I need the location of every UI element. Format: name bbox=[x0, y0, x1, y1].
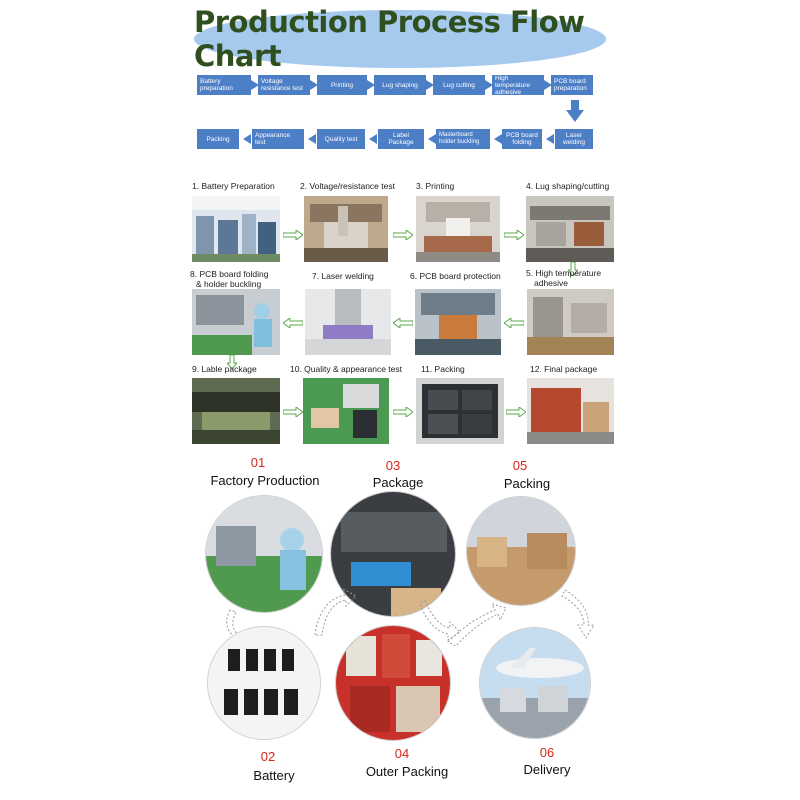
flow-arrow-right bbox=[251, 80, 259, 90]
flow-arrow-left bbox=[546, 134, 554, 144]
flow-box-masterboard-holder-buckling: Masterboard holder buckling bbox=[436, 129, 490, 149]
circle-photo-delivery bbox=[479, 627, 591, 739]
flow-box-label-package: Label Package bbox=[378, 129, 424, 149]
flow-arrow-left bbox=[308, 134, 316, 144]
green-arrow-down bbox=[227, 355, 237, 369]
stage-label-delivery: Delivery bbox=[523, 762, 571, 777]
stage-number-01: 01 bbox=[250, 455, 266, 470]
stage-number-06: 06 bbox=[539, 745, 555, 760]
flow-arrow-left bbox=[243, 134, 251, 144]
flow-arrow-left bbox=[369, 134, 377, 144]
stage-number-04: 04 bbox=[394, 746, 410, 761]
stage-number-03: 03 bbox=[385, 458, 401, 473]
flow-box-printing: Printing bbox=[317, 75, 367, 95]
flow-box-battery-preparation: Battery preparation bbox=[197, 75, 251, 95]
photo-pcb-board-protection bbox=[415, 289, 501, 355]
flow-box-packing: Packing bbox=[197, 129, 239, 149]
flow-box-lug-cutting: Lug cutting bbox=[433, 75, 485, 95]
title-banner bbox=[194, 10, 606, 68]
green-arrow-right bbox=[504, 230, 524, 240]
stage-label-outer-packing: Outer Packing bbox=[365, 764, 449, 779]
stage-number-05: 05 bbox=[512, 458, 528, 473]
flow-box-high-temperature-adhesive: High temperature adhesive bbox=[492, 75, 544, 96]
photo-final-package bbox=[527, 378, 614, 444]
photo-high-temperature-adhesive bbox=[527, 289, 614, 355]
flow-arrow-right bbox=[367, 80, 375, 90]
stage-label-factory-production: Factory Production bbox=[210, 473, 320, 488]
photo-lable-package bbox=[192, 378, 280, 444]
flow-arrow-right bbox=[426, 80, 434, 90]
flow-box-voltage-resistance-test: Voltage resistance test bbox=[258, 75, 310, 95]
stage-label-packing: Packing bbox=[503, 476, 551, 491]
circle-photo-packing bbox=[466, 496, 576, 606]
photo-laser-welding bbox=[305, 289, 391, 355]
step-label-laser-welding: 7. Laser welding bbox=[312, 271, 374, 281]
stage-label-package: Package bbox=[372, 475, 424, 490]
flow-arrow-left bbox=[494, 134, 502, 144]
flow-arrow-down bbox=[566, 100, 584, 122]
photo-pcb-board-folding bbox=[192, 289, 280, 355]
flow-box-pcb-board-preparation: PCB board preparation bbox=[551, 75, 593, 95]
flow-arrow-right bbox=[310, 80, 318, 90]
flow-box-lug-shaping: Lug shaping bbox=[374, 75, 426, 95]
photo-packing bbox=[416, 378, 504, 444]
step-label-voltage-resistance-test: 2. Voltage/resistance test bbox=[300, 181, 395, 191]
photo-printing bbox=[416, 196, 500, 262]
step-label-pcb-board-protection: 6. PCB board protection bbox=[410, 271, 501, 281]
stage-label-battery: Battery bbox=[253, 768, 295, 783]
step-label-battery-preparation: 1. Battery Preparation bbox=[192, 181, 275, 191]
page-title: Production Process Flow Chart bbox=[194, 5, 585, 73]
green-arrow-left bbox=[283, 318, 303, 328]
photo-quality-appearance-test bbox=[303, 378, 389, 444]
step-label-lug-shaping-cutting: 4. Lug shaping/cutting bbox=[526, 181, 610, 191]
step-label-final-package: 12. Final package bbox=[530, 364, 598, 374]
green-arrow-right bbox=[393, 407, 413, 417]
dashed-connectors bbox=[226, 587, 595, 647]
green-arrow-right bbox=[283, 407, 303, 417]
circle-photo-package bbox=[330, 491, 456, 617]
circle-photo-outer-packing bbox=[335, 625, 451, 741]
step-label-holder-buckling: & holder buckling bbox=[196, 279, 262, 289]
step-label-high-temperature: 5. High temperature bbox=[526, 268, 602, 278]
flow-box-pcb-board-folding: PCB board folding bbox=[502, 129, 542, 149]
step-label-packing: 11. Packing bbox=[421, 364, 465, 374]
flow-arrow-right bbox=[544, 80, 552, 90]
green-arrow-left bbox=[393, 318, 413, 328]
step-label-pcb-board-folding: 8. PCB board folding bbox=[190, 269, 269, 279]
stage-number-02: 02 bbox=[260, 749, 276, 764]
green-arrow-right bbox=[393, 230, 413, 240]
photo-lug-shaping-cutting bbox=[526, 196, 614, 262]
flow-box-appearance-test: Appearance test bbox=[252, 129, 304, 149]
flow-arrow-left bbox=[428, 134, 436, 144]
flow-box-quality-test: Quality test bbox=[317, 129, 365, 149]
step-label-adhesive: adhesive bbox=[534, 278, 569, 288]
flow-box-laser-welding: Laser welding bbox=[555, 129, 593, 149]
circle-photo-battery bbox=[207, 626, 321, 740]
step-label-quality-appearance-test: 10. Quality & appearance test bbox=[290, 364, 402, 374]
step-label-printing: 3. Printing bbox=[416, 181, 455, 191]
flow-arrow-right bbox=[485, 80, 493, 90]
photo-battery-preparation bbox=[192, 196, 280, 262]
green-arrow-right bbox=[283, 230, 303, 240]
step-label-lable-package: 9. Lable package bbox=[192, 364, 257, 374]
green-arrow-down bbox=[568, 262, 578, 276]
photo-voltage-resistance-test bbox=[304, 196, 388, 262]
green-arrow-left bbox=[504, 318, 524, 328]
green-arrow-right bbox=[506, 407, 526, 417]
